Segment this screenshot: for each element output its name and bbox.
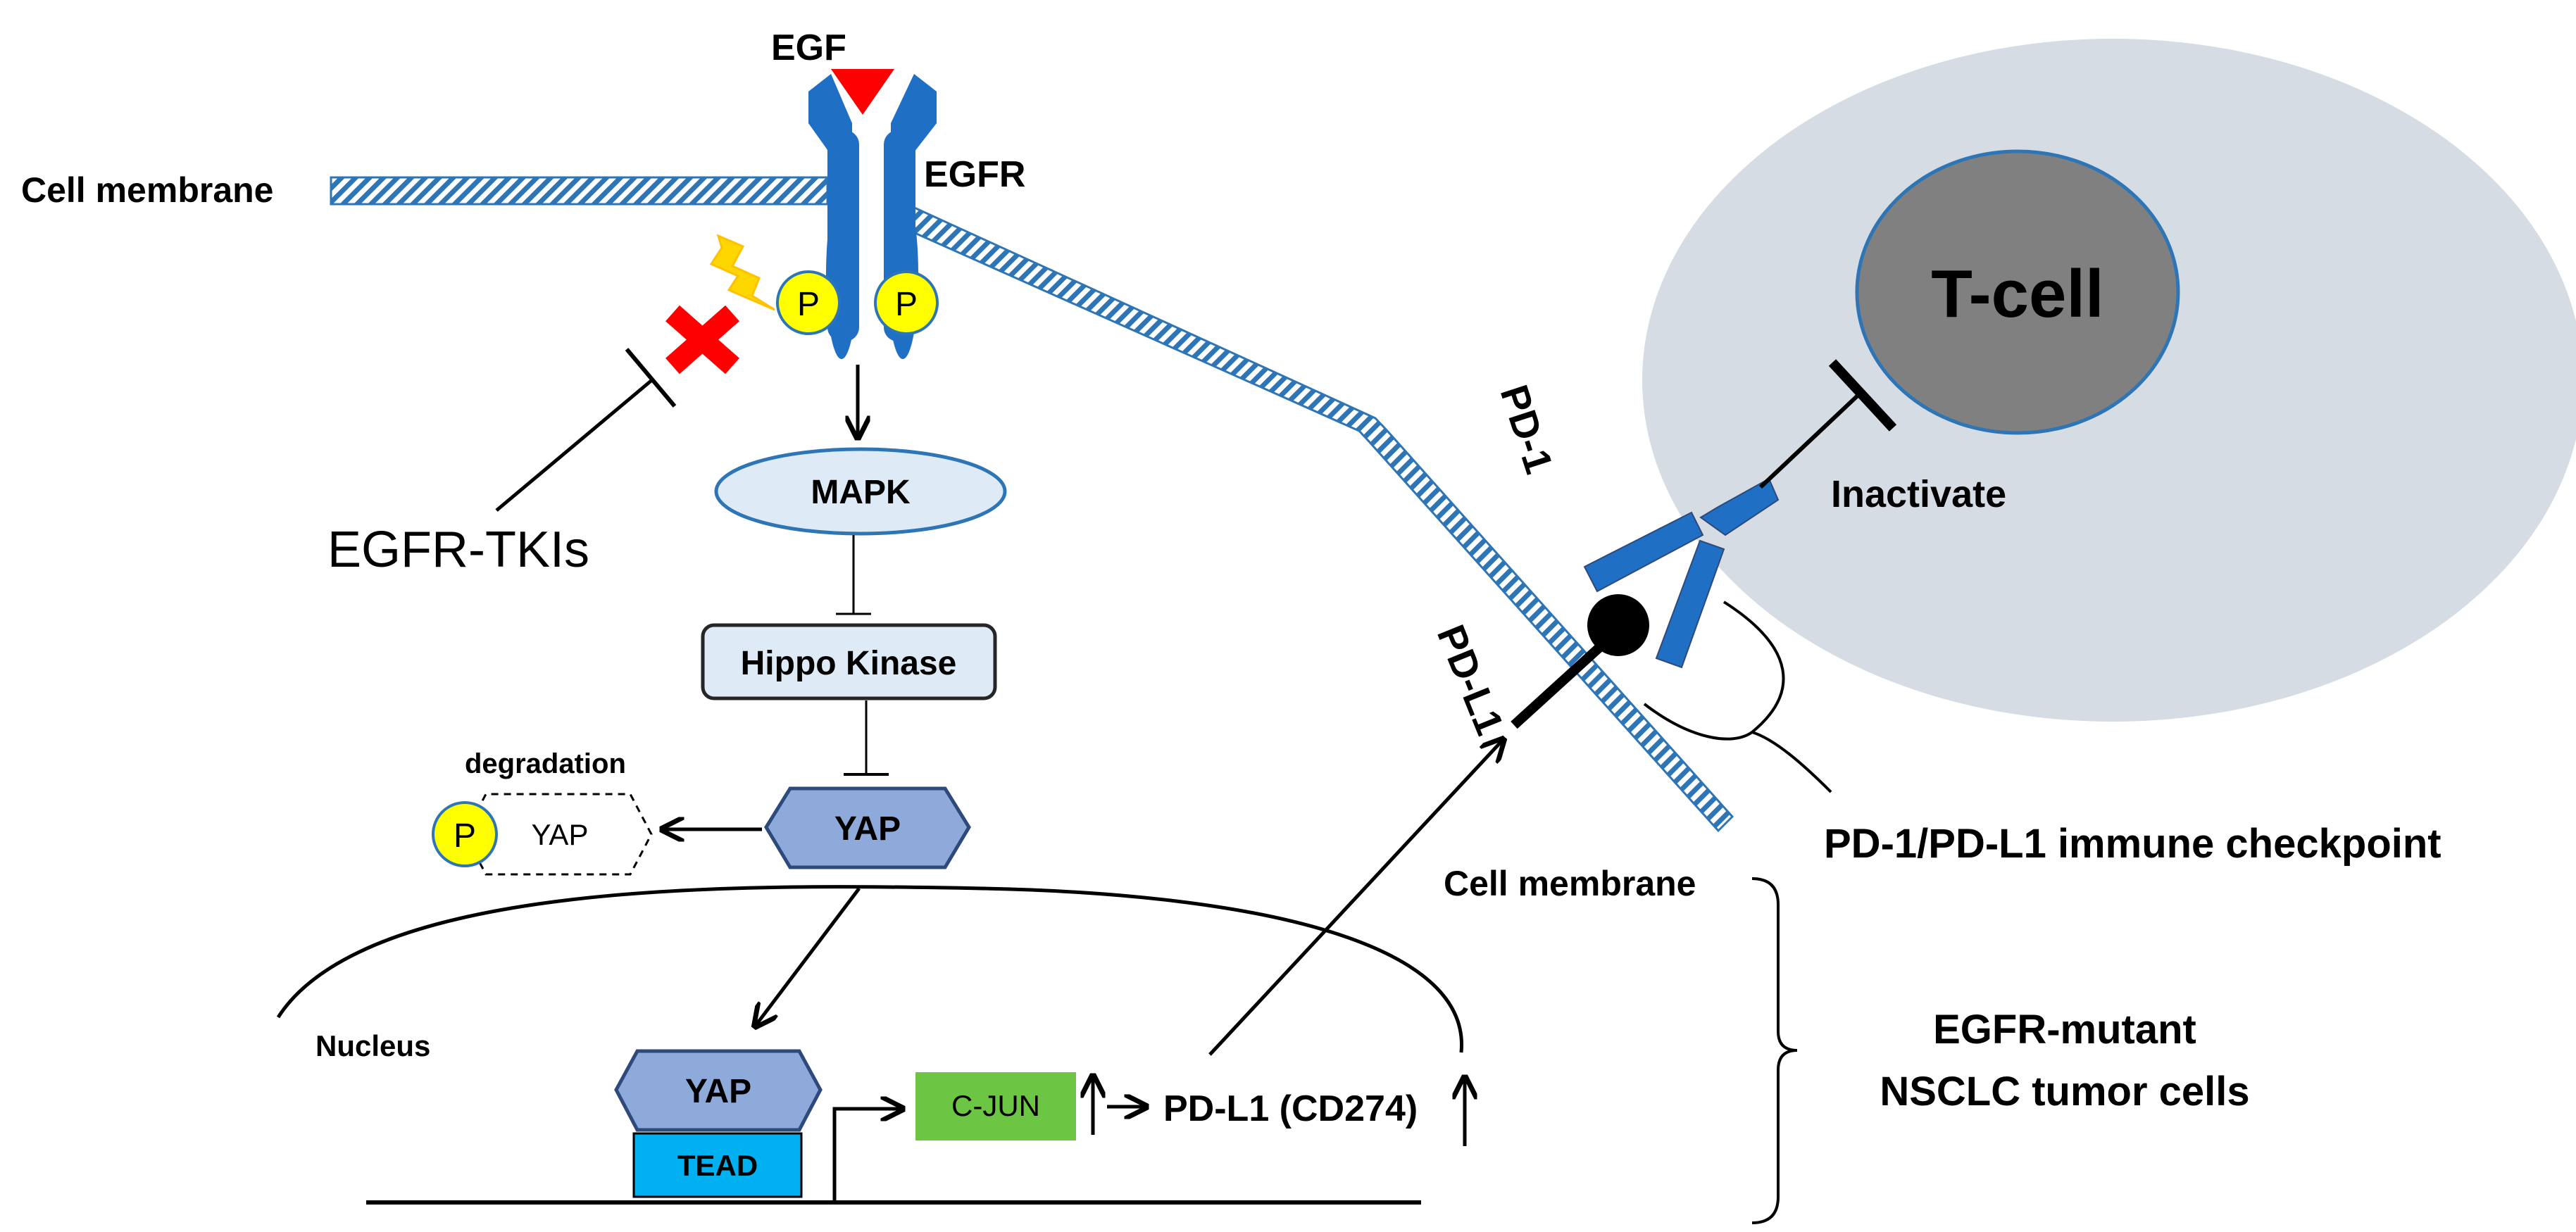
tcell-label: T-cell bbox=[1931, 256, 2103, 332]
inactivate-line bbox=[1758, 392, 1861, 489]
pdl1-gene-label: PD-L1 (CD274) bbox=[1163, 1088, 1418, 1129]
yap-degraded-label: YAP bbox=[532, 818, 589, 851]
phospho-degraded-label: P bbox=[454, 817, 476, 855]
inactivate-bar bbox=[1828, 359, 1897, 432]
nucleus-label: Nucleus bbox=[315, 1029, 430, 1062]
tumor-label-line1: EGFR-mutant bbox=[1933, 1007, 2196, 1052]
cjun-label: C-JUN bbox=[951, 1089, 1040, 1122]
cjun-node bbox=[915, 1072, 1076, 1140]
egfr-tkis-label: EGFR-TKIs bbox=[327, 522, 589, 578]
transcription-arrow bbox=[832, 1109, 903, 1202]
pd1-label: PD-1 bbox=[1492, 379, 1562, 479]
tki-inhibition-bar bbox=[625, 348, 677, 408]
tki-inhibition-line bbox=[495, 377, 655, 512]
cell-membrane-bottom-label: Cell membrane bbox=[1444, 864, 1696, 903]
checkpoint-label: PD-1/PD-L1 immune checkpoint bbox=[1824, 821, 2441, 867]
pdl1-to-membrane-arrow bbox=[1208, 739, 1503, 1056]
cell-membrane-top-label: Cell membrane bbox=[21, 170, 273, 210]
yap-nuclear-node bbox=[614, 1049, 823, 1132]
tead-label: TEAD bbox=[677, 1149, 758, 1182]
egf-label: EGF bbox=[771, 27, 846, 68]
yap-to-nucleus-arrow bbox=[755, 887, 861, 1026]
tcell-nucleus bbox=[1855, 149, 2180, 435]
phospho-left-label: P bbox=[797, 286, 820, 323]
tumor-label-line2: NSCLC tumor cells bbox=[1880, 1069, 2249, 1114]
pdl1-head bbox=[1587, 594, 1649, 656]
yap-node bbox=[764, 786, 971, 869]
yap-label: YAP bbox=[834, 810, 901, 848]
hippo-kinase-node bbox=[701, 623, 997, 700]
egfr-label: EGFR bbox=[924, 154, 1025, 195]
phospho-right: P bbox=[874, 270, 939, 335]
pd1-receptor bbox=[1583, 477, 1780, 669]
phospho-left: P bbox=[776, 270, 841, 335]
yap-degraded-node bbox=[463, 793, 653, 876]
yap-nuclear-label: YAP bbox=[685, 1073, 751, 1110]
degradation-label: degradation bbox=[465, 748, 626, 779]
phospho-right-label: P bbox=[895, 286, 918, 323]
lightning-icon bbox=[709, 234, 775, 311]
tumor-bracket bbox=[1751, 877, 1798, 1224]
hippo-kinase-label: Hippo Kinase bbox=[741, 645, 957, 682]
inactivate-label: Inactivate bbox=[1831, 473, 2006, 515]
nucleus-envelope bbox=[276, 885, 1463, 1053]
checkpoint-bracket bbox=[1643, 601, 1832, 793]
egf-ligand bbox=[831, 69, 894, 115]
pdl1-label: PD-L1 bbox=[1429, 619, 1513, 741]
tead-node bbox=[632, 1132, 803, 1198]
mapk-node bbox=[714, 447, 1007, 536]
phospho-degraded bbox=[432, 801, 498, 867]
inhibit-x-icon bbox=[665, 305, 739, 375]
cell-membrane bbox=[330, 176, 1734, 833]
mapk-label: MAPK bbox=[811, 474, 911, 511]
